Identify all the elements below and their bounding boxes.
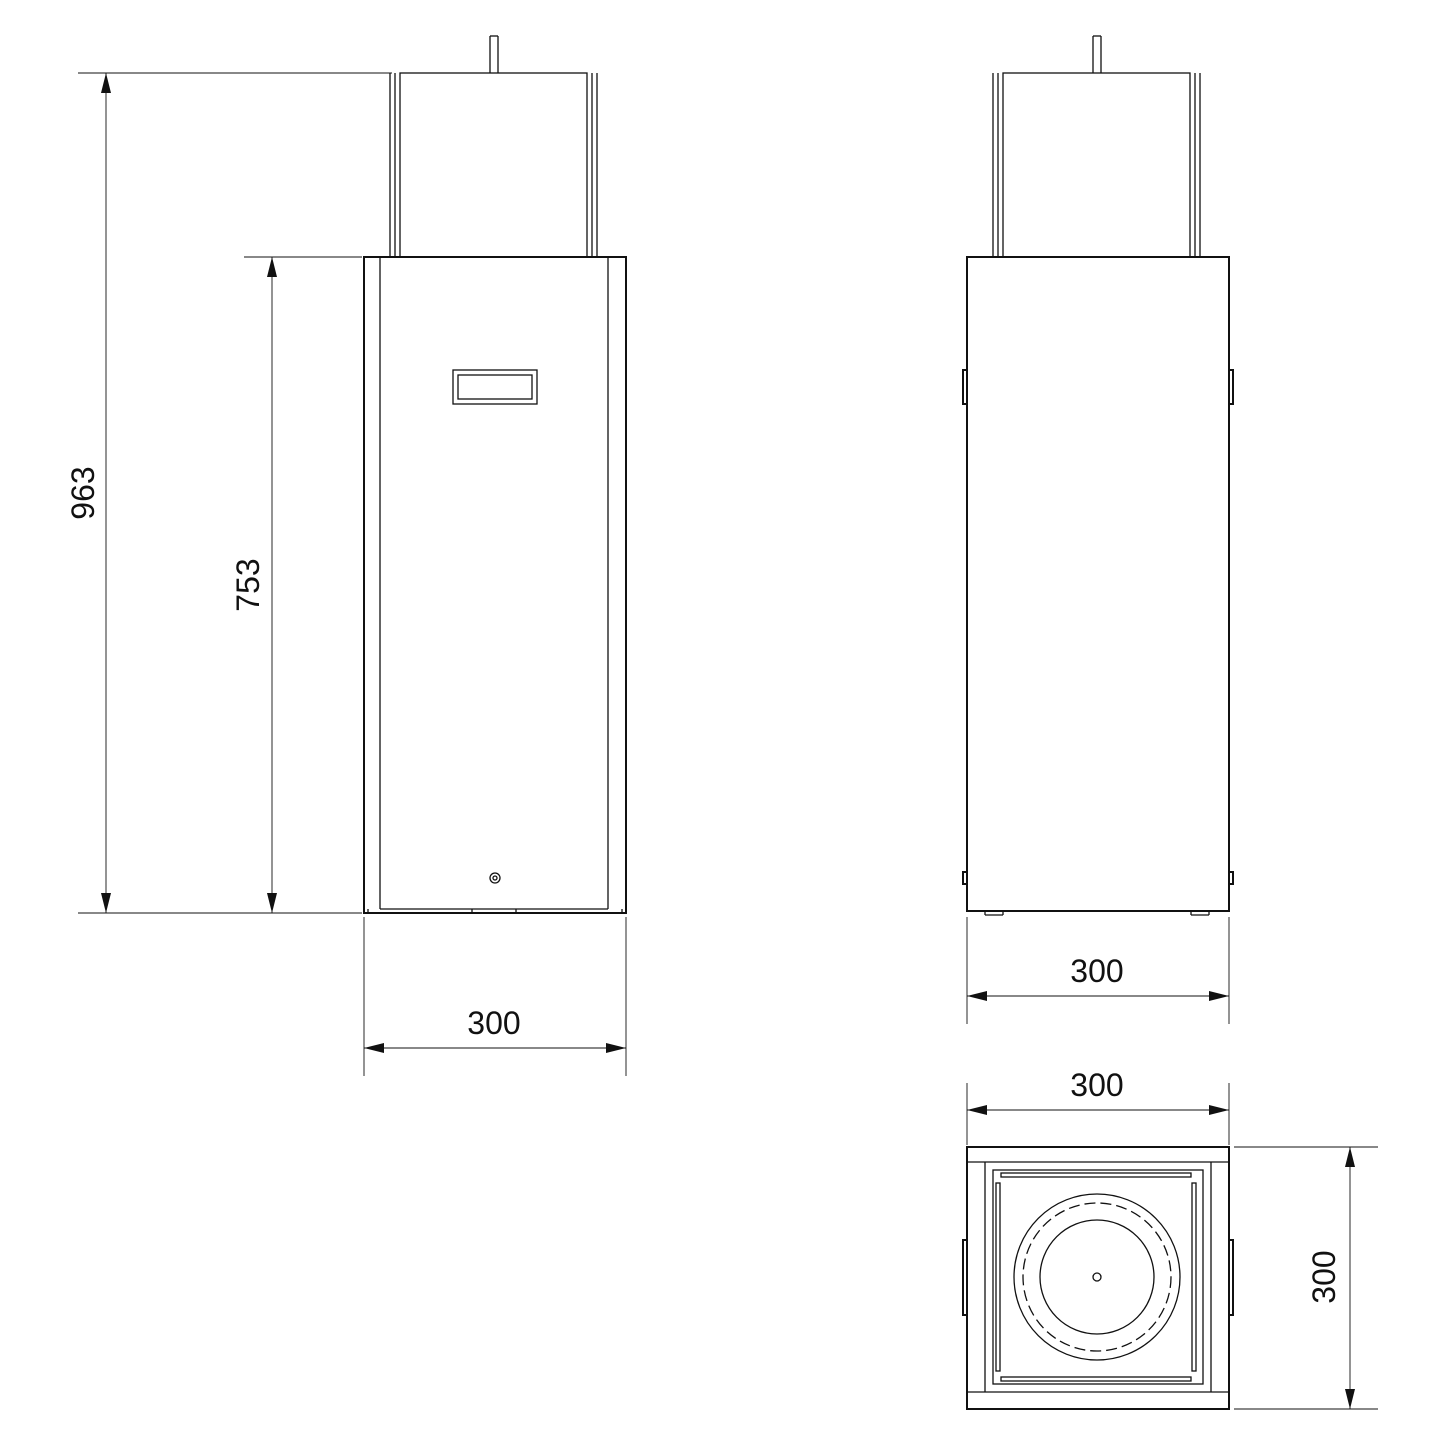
side-upper-section [992, 35, 1201, 258]
side-view: 300 [962, 35, 1234, 1024]
side-width-label: 300 [1070, 953, 1123, 989]
top-view: 300 300 [962, 1067, 1378, 1410]
top-width-label: 300 [1070, 1067, 1123, 1103]
dimension-body-height: 753 [230, 256, 362, 913]
dimension-front-width: 300 [363, 917, 627, 1076]
top-depth-label: 300 [1306, 1250, 1342, 1303]
front-lock-icon [489, 872, 501, 884]
burner-ring [1013, 1193, 1181, 1361]
front-body [363, 256, 627, 914]
front-view: 963 753 300 [65, 35, 627, 1076]
front-upper-section [389, 35, 598, 258]
body-height-label: 753 [230, 558, 266, 611]
dimension-side-width: 300 [966, 917, 1230, 1024]
dimension-top-depth: 300 [1234, 1146, 1378, 1410]
front-handle [452, 369, 538, 405]
side-body [962, 256, 1234, 916]
top-outline [962, 1146, 1234, 1410]
overall-height-label: 963 [65, 466, 101, 519]
dimension-overall-height: 963 [65, 72, 392, 914]
front-width-label: 300 [467, 1005, 520, 1041]
dimension-top-width: 300 [966, 1067, 1230, 1145]
center-hole-icon [1092, 1272, 1102, 1282]
